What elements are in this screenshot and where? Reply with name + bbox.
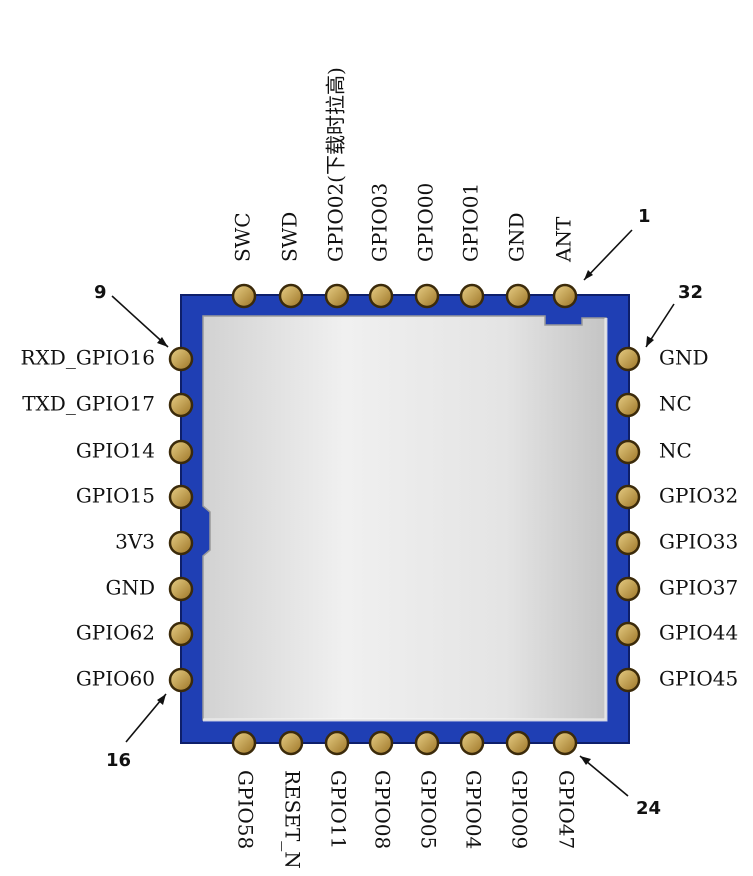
pin-label-top-3: GPIO02(下载时拉高): [324, 67, 348, 262]
pad-top-1: [231, 283, 257, 309]
pad-top-7: [505, 283, 531, 309]
pad-left-8: [168, 667, 194, 693]
pin-label-right-3: NC: [659, 439, 692, 463]
pad-top-8: [552, 283, 578, 309]
pad-left-7: [168, 621, 194, 647]
pad-bottom-4: [368, 730, 394, 756]
rf-shield-can: [202, 315, 607, 721]
pad-right-6: [615, 576, 641, 602]
pad-right-5: [615, 530, 641, 556]
pin-label-top-7: GND: [505, 212, 529, 262]
pin9-arrowhead: [157, 337, 168, 347]
pin-label-bottom-2: RESET_N: [281, 770, 305, 869]
pin16-callout-line: [125, 693, 167, 743]
pad-bottom-3: [324, 730, 350, 756]
pin-label-top-2: SWD: [278, 212, 302, 262]
pin-number-9: 9: [94, 282, 107, 303]
pad-bottom-1: [231, 730, 257, 756]
pin-label-top-4: GPIO03: [368, 183, 392, 262]
pad-right-7: [615, 621, 641, 647]
pin-label-left-7: GPIO62: [76, 621, 155, 645]
pin-label-top-5: GPIO00: [414, 183, 438, 262]
pin-label-bottom-5: GPIO05: [417, 770, 441, 849]
pin-label-top-6: GPIO01: [459, 183, 483, 262]
bottom-pin-labels: GPIO58 RESET_N GPIO11 GPIO08 GPIO05 GPIO04 GPI…: [234, 770, 579, 869]
pin-number-1: 1: [638, 206, 651, 227]
pad-left-5: [168, 530, 194, 556]
pin24-callout-line: [579, 755, 629, 797]
pin-label-top-8: ANT: [552, 216, 576, 263]
right-pads: [615, 346, 641, 693]
pad-top-2: [278, 283, 304, 309]
pad-top-4: [368, 283, 394, 309]
pin-label-right-8: GPIO45: [659, 667, 738, 691]
pin1-arrowhead: [584, 270, 593, 280]
pin9-callout-line: [111, 295, 169, 348]
pin-label-bottom-1: GPIO58: [234, 770, 258, 849]
pad-bottom-6: [459, 730, 485, 756]
pad-bottom-8: [552, 730, 578, 756]
pad-right-3: [615, 439, 641, 465]
pin-number-16: 16: [106, 750, 131, 771]
pad-right-8: [615, 667, 641, 693]
pin-label-top-1: SWC: [231, 212, 255, 262]
pin-label-left-6: GND: [105, 576, 155, 600]
pin16-arrowhead: [157, 694, 166, 705]
pin-label-left-5: 3V3: [115, 530, 155, 554]
top-pin-labels: SWC SWD GPIO02(下载时拉高) GPIO03 GPIO00 GPIO01 GND…: [231, 67, 576, 263]
pin-label-left-8: GPIO60: [76, 667, 155, 691]
pin-label-left-1: RXD_GPIO16: [20, 346, 155, 370]
pin1-callout-line: [583, 229, 633, 281]
pin-label-right-1: GND: [659, 346, 709, 370]
pin-label-left-4: GPIO15: [76, 484, 155, 508]
shield-edge-highlight: [203, 318, 608, 722]
pin-label-right-4: GPIO32: [659, 484, 738, 508]
pad-left-3: [168, 439, 194, 465]
pin-label-bottom-8: GPIO47: [555, 770, 579, 849]
top-pads: [231, 283, 578, 309]
pin-number-arrowheads: [157, 270, 654, 765]
pad-bottom-2: [278, 730, 304, 756]
pin-number-32: 32: [678, 282, 703, 303]
pad-top-3: [324, 283, 350, 309]
pad-left-6: [168, 576, 194, 602]
pin-label-right-5: GPIO33: [659, 530, 738, 554]
pad-bottom-5: [414, 730, 440, 756]
pin-label-right-7: GPIO44: [659, 621, 738, 645]
pin24-arrowhead: [580, 756, 591, 765]
left-pads: [168, 346, 194, 693]
pad-left-4: [168, 484, 194, 510]
pin-label-bottom-6: GPIO04: [462, 770, 486, 849]
pin32-arrowhead: [646, 336, 654, 347]
pin-label-bottom-3: GPIO11: [327, 770, 351, 849]
pin-label-right-6: GPIO37: [659, 576, 738, 600]
pad-left-1: [168, 346, 194, 372]
pad-top-6: [459, 283, 485, 309]
pin-label-bottom-4: GPIO08: [371, 770, 395, 849]
pad-right-4: [615, 484, 641, 510]
pad-right-1: [615, 346, 641, 372]
bottom-pads: [231, 730, 578, 756]
pin-label-left-2: TXD_GPIO17: [22, 392, 155, 416]
pin-label-bottom-7: GPIO09: [508, 770, 532, 849]
pad-right-2: [615, 392, 641, 418]
pin-number-24: 24: [636, 798, 661, 819]
pin-label-right-2: NC: [659, 392, 692, 416]
pad-top-5: [414, 283, 440, 309]
pin-label-left-3: GPIO14: [76, 439, 155, 463]
pad-left-2: [168, 392, 194, 418]
pad-bottom-7: [505, 730, 531, 756]
